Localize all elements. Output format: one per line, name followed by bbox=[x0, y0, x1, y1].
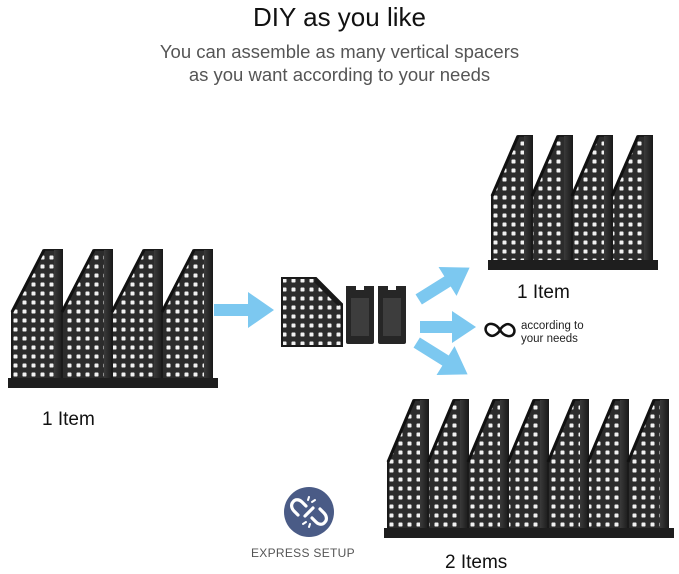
arrow-down-right-icon bbox=[413, 337, 468, 376]
arrow-up-right-icon bbox=[415, 266, 470, 305]
infinity-caption-line-1: according to bbox=[521, 320, 584, 332]
organizer-left bbox=[8, 249, 218, 388]
express-setup-label: EXPRESS SETUP bbox=[251, 546, 355, 560]
subtitle-line-2: as you want according to your needs bbox=[188, 64, 491, 85]
infinity-icon bbox=[484, 322, 516, 338]
express-setup-badge bbox=[284, 487, 334, 537]
infinity-caption: according to your needs bbox=[521, 320, 584, 346]
label-top-right-item: 1 Item bbox=[517, 282, 570, 303]
label-left-item: 1 Item bbox=[42, 409, 95, 430]
organizer-parts bbox=[281, 277, 406, 347]
infinity-caption-line-2: your needs bbox=[521, 333, 578, 345]
subtitle-line-1: You can assemble as many vertical spacer… bbox=[159, 41, 520, 62]
organizer-bottom-right bbox=[384, 399, 674, 538]
page-title: DIY as you like bbox=[253, 2, 426, 32]
label-bottom-right-items: 2 Items bbox=[445, 552, 508, 573]
arrow-right-middle-icon bbox=[420, 311, 476, 343]
arrow-right-icon bbox=[214, 292, 274, 328]
link-broken-icon bbox=[290, 496, 328, 528]
organizer-top-right bbox=[488, 135, 658, 270]
page-subtitle: You can assemble as many vertical spacer… bbox=[0, 40, 679, 86]
